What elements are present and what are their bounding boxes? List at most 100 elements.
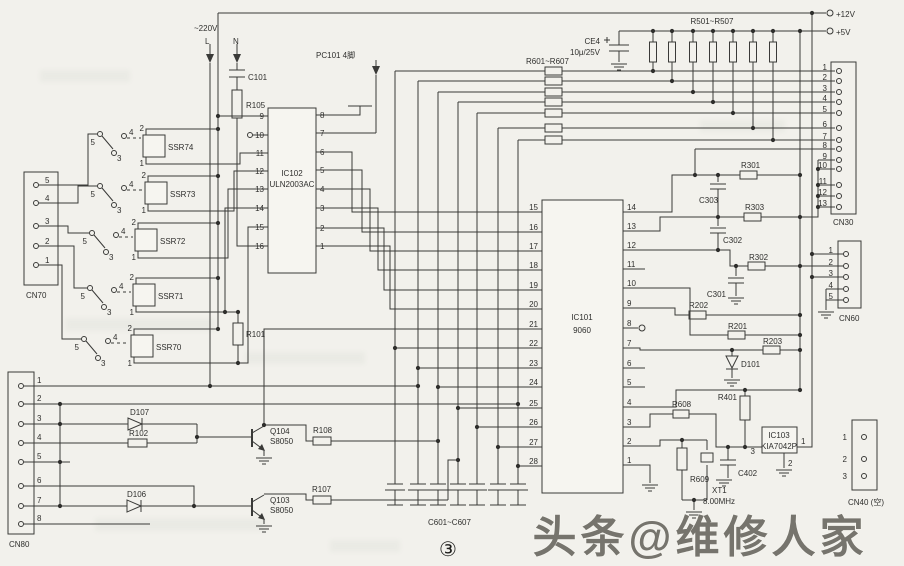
junction-dot [194, 434, 200, 440]
label-connectors-cn30-pins-5: 6 [823, 120, 828, 129]
label-relays-switch_pins-common: 5 [81, 292, 86, 301]
wire-cn80-area [24, 385, 518, 525]
label-connectors-cn70-pins-2: 3 [45, 217, 50, 226]
cn80-pin-circle [18, 383, 24, 389]
label-connectors-cn60-pins-4: 5 [829, 292, 834, 301]
r603-body [544, 87, 563, 97]
junction-dot [650, 28, 656, 34]
cn30-pin-circle [836, 110, 842, 116]
label-ics-ic102-left_pins-0: 9 [260, 112, 265, 121]
label-connectors-cn30-pins-8: 9 [823, 152, 828, 161]
junction-dot [797, 214, 803, 220]
label-connectors-cn40-pins-2: 3 [843, 472, 848, 481]
label-relays-switch_pins-coil_bottom: 1 [132, 253, 137, 262]
switch-ssr70 [81, 336, 129, 361]
junction-dot [57, 421, 63, 427]
r506-body [749, 41, 757, 63]
label-connectors-cn30-pins-9: 10 [818, 161, 827, 170]
junction-dot [733, 263, 739, 269]
junction-dot [415, 383, 421, 389]
label-relays-switch_pins-common: 5 [75, 343, 80, 352]
label-components-c601_607: C601~C607 [428, 518, 471, 527]
label-components-d101: D101 [741, 360, 761, 369]
cn70-pin-circle [33, 243, 39, 249]
label-relays-switch_pins-coil_top: 2 [142, 171, 147, 180]
junction-dot [215, 326, 221, 332]
junction-dot [235, 360, 241, 366]
label-relays-switch_pins-no: 4 [129, 128, 134, 137]
junction-dot [57, 459, 63, 465]
junction-dot [710, 99, 716, 105]
label-relays-switch_pins-coil_top: 2 [132, 218, 137, 227]
wire-ic101-pin21 [263, 328, 542, 425]
label-relays-switch_pins-coil_top: 2 [140, 124, 145, 133]
label-ics-ic102-right_pins-7: 1 [320, 242, 325, 251]
junction-dot [710, 28, 716, 34]
label-connectors-cn70-pins-4: 1 [45, 256, 50, 265]
switch-ssr73 [97, 183, 143, 208]
label-ics-ic102-left_pins-7: 16 [255, 242, 264, 251]
terminal-5v [826, 27, 834, 35]
label-transistors-q103-part: S8050 [270, 506, 294, 515]
label-components-xt1-value: 8.00MHz [703, 497, 735, 506]
wire-ic102-to-ic101 [316, 151, 542, 310]
junction-dot [742, 387, 748, 393]
label-ics-ic101-left_pins-11: 26 [529, 418, 538, 427]
junction-dot [392, 345, 398, 351]
label-ics-ic101-left_pins-0: 15 [529, 203, 538, 212]
label-ics-ic101-left_pins-8: 23 [529, 359, 538, 368]
cn60-pin-circle [843, 251, 849, 257]
label-connectors-cn80-pins-1: 2 [37, 394, 42, 403]
r602-body [544, 76, 563, 86]
label-connectors-cn70-pins-1: 4 [45, 194, 50, 203]
cn30-pin-circle [836, 137, 842, 143]
label-relays-switch_pins-common: 5 [83, 237, 88, 246]
label-connectors-cn70-pins-0: 5 [45, 176, 50, 185]
junction-dot [495, 444, 501, 450]
label-relays-switch_pins-nc: 3 [117, 154, 122, 163]
label-ics-ic102-right_pins-3: 5 [320, 166, 325, 175]
label-ics-ic101-left_pins-9: 24 [529, 378, 538, 387]
cn30-pin-circle [836, 99, 842, 105]
label-ics-ic102-left_pins-2: 11 [256, 149, 265, 158]
label-components-r101: R101 [246, 330, 266, 339]
label-ics-ic102-left_pins-6: 15 [255, 223, 264, 232]
d107-diode [127, 417, 144, 431]
cn40-body [851, 419, 878, 491]
label-ics-ic101-left_pins-12: 27 [529, 438, 538, 447]
label-ics-ic101-right_pins-12: 2 [627, 437, 632, 446]
r601-body [544, 66, 563, 76]
junction-dot [669, 78, 675, 84]
label-connectors-cn30-pins-7: 8 [823, 141, 828, 150]
junction-dot [725, 444, 731, 450]
label-connectors-cn80-label: CN80 [9, 540, 30, 549]
wire-ic102-left [218, 115, 268, 136]
label-ics-ic101-left_pins-3: 18 [529, 261, 538, 270]
r504-body [709, 41, 717, 63]
cn30-pin-circle [836, 89, 842, 95]
label-components-ce4-name: CE4 [584, 37, 600, 46]
wire-cn30-bus [694, 148, 835, 218]
junction-dot [191, 503, 197, 509]
label-ics-ic102-right_pins-6: 2 [320, 224, 325, 233]
label-connectors-cn60-pins-0: 1 [829, 246, 834, 255]
label-ics-ic101-left_pins-2: 17 [529, 242, 538, 251]
label-annotations-figure_number: ③ [439, 539, 457, 561]
ic102-body [267, 107, 317, 274]
cn30-body [830, 61, 857, 215]
label-ics-ic102-left_pins-1: 10 [255, 131, 264, 140]
d101-diode [725, 355, 739, 370]
label-ics-ic101-ref: IC101 [571, 313, 593, 322]
label-components-c303: C303 [699, 196, 719, 205]
cn30-pin-circle [836, 78, 842, 84]
junction-dot [222, 309, 228, 315]
junction-dot [679, 437, 685, 443]
label-ics-ic101-left_pins-1: 16 [529, 223, 538, 232]
label-ics-ic102-right_pins-2: 6 [320, 148, 325, 157]
r301-body [739, 170, 758, 180]
label-relays-switch_pins-coil_bottom: 1 [130, 308, 135, 317]
r303-body [743, 212, 762, 222]
label-connectors-cn80-pins-3: 4 [37, 433, 42, 442]
junction-dot [809, 251, 815, 257]
label-ics-ic101-right_pins-0: 14 [627, 203, 636, 212]
